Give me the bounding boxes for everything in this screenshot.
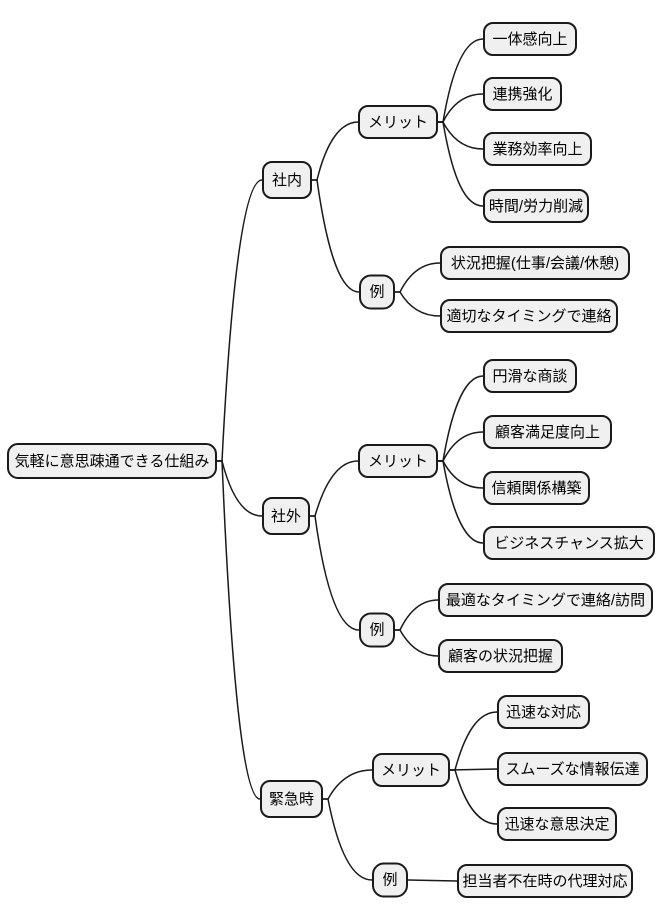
leaf-node[interactable]: 迅速な対応 (497, 695, 590, 729)
node-external-example[interactable]: 例 (359, 612, 395, 648)
leaf-node[interactable]: 時間/労力削減 (483, 189, 589, 223)
node-internal-example[interactable]: 例 (359, 274, 395, 310)
node-emergency-merit[interactable]: メリット (372, 753, 450, 787)
node-emergency-example[interactable]: 例 (372, 862, 408, 898)
leaf-node[interactable]: 迅速な意思決定 (497, 807, 617, 841)
node-internal-merit[interactable]: メリット (358, 105, 438, 139)
node-branch-emergency[interactable]: 緊急時 (260, 780, 323, 818)
edge-group (216, 38, 498, 882)
leaf-node[interactable]: 状況把握(仕事/会議/休憩) (440, 246, 630, 280)
node-root[interactable]: 気軽に意思疎通できる仕組み (7, 443, 217, 479)
leaf-node[interactable]: スムーズな情報伝達 (497, 752, 648, 786)
node-branch-external[interactable]: 社外 (262, 497, 310, 535)
leaf-node[interactable]: 円滑な商談 (483, 359, 577, 393)
leaf-node[interactable]: 連携強化 (483, 77, 562, 111)
leaf-node[interactable]: 担当者不在時の代理対応 (457, 864, 633, 898)
leaf-node[interactable]: 顧客満足度向上 (483, 415, 612, 449)
leaf-node[interactable]: 信頼関係構築 (483, 471, 590, 505)
leaf-node[interactable]: ビジネスチャンス拡大 (483, 526, 655, 560)
node-external-merit[interactable]: メリット (358, 444, 438, 478)
leaf-node[interactable]: 顧客の状況把握 (438, 639, 563, 673)
leaf-node[interactable]: 適切なタイミングで連絡 (440, 299, 618, 333)
leaf-node[interactable]: 最適なタイミングで連絡/訪問 (438, 583, 653, 617)
leaf-node[interactable]: 一体感向上 (483, 22, 577, 56)
leaf-node[interactable]: 業務効率向上 (483, 132, 592, 166)
node-branch-internal[interactable]: 社内 (262, 161, 312, 199)
